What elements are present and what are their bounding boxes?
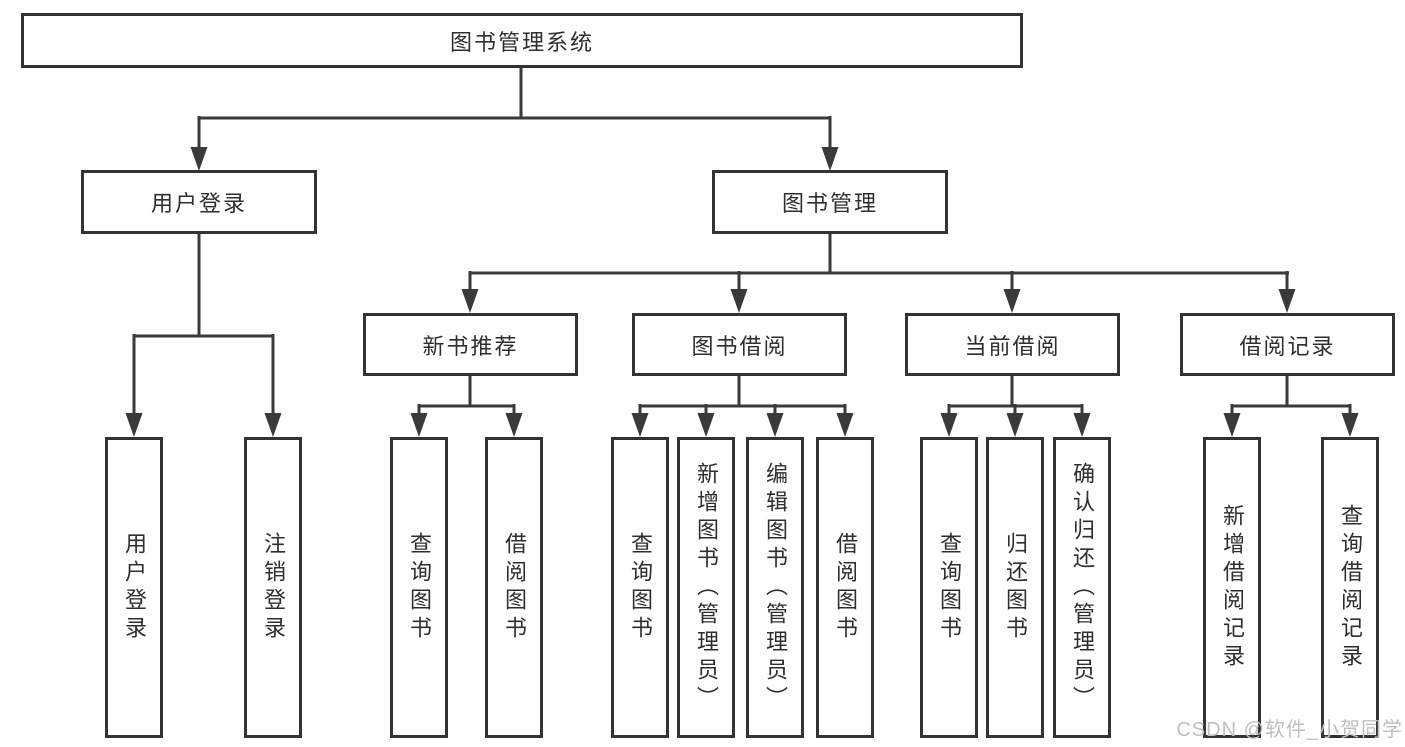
leaf-add-borrow-record: 新增借阅记录	[1203, 437, 1261, 738]
leaf-query-borrow-record: 查询借阅记录	[1321, 437, 1379, 738]
leaf-return-books: 归还图书	[986, 437, 1044, 738]
leaf-query-books-borrowing: 查询图书	[611, 437, 669, 738]
node-borrowing-records: 借阅记录	[1180, 313, 1395, 376]
leaf-logout-login: 注销登录	[244, 437, 302, 738]
leaf-add-book-admin: 新增图书（管理员）	[677, 437, 735, 738]
leaf-user-login: 用户登录	[105, 437, 163, 738]
node-book-management: 图书管理	[712, 170, 948, 234]
node-library-management-system: 图书管理系统	[21, 13, 1023, 68]
node-user-login: 用户登录	[81, 170, 317, 234]
leaf-query-books-recommend: 查询图书	[390, 437, 448, 738]
leaf-borrow-books-borrowing: 借阅图书	[816, 437, 874, 738]
connector-borrowing-records-to-leaves	[1223, 376, 1359, 437]
node-book-borrowing: 图书借阅	[632, 313, 847, 376]
leaf-edit-book-admin: 编辑图书（管理员）	[746, 437, 804, 738]
node-new-book-recommendation: 新书推荐	[363, 313, 578, 376]
leaf-query-books-current: 查询图书	[920, 437, 978, 738]
leaf-confirm-return-admin: 确认归还（管理员）	[1053, 437, 1111, 738]
connector-book-borrowing-to-leaves	[631, 376, 854, 437]
connector-root-to-level2	[190, 68, 839, 171]
connector-new-book-to-leaves	[410, 376, 523, 437]
connector-book-management-to-level3	[461, 234, 1296, 313]
watermark-text: CSDN @软件_小贺同学	[1176, 719, 1403, 741]
connector-current-borrowing-to-leaves	[940, 376, 1091, 437]
leaf-borrow-books-recommend: 借阅图书	[485, 437, 543, 738]
node-current-borrowing: 当前借阅	[905, 313, 1120, 376]
connector-user-login-to-leaves	[125, 234, 282, 437]
